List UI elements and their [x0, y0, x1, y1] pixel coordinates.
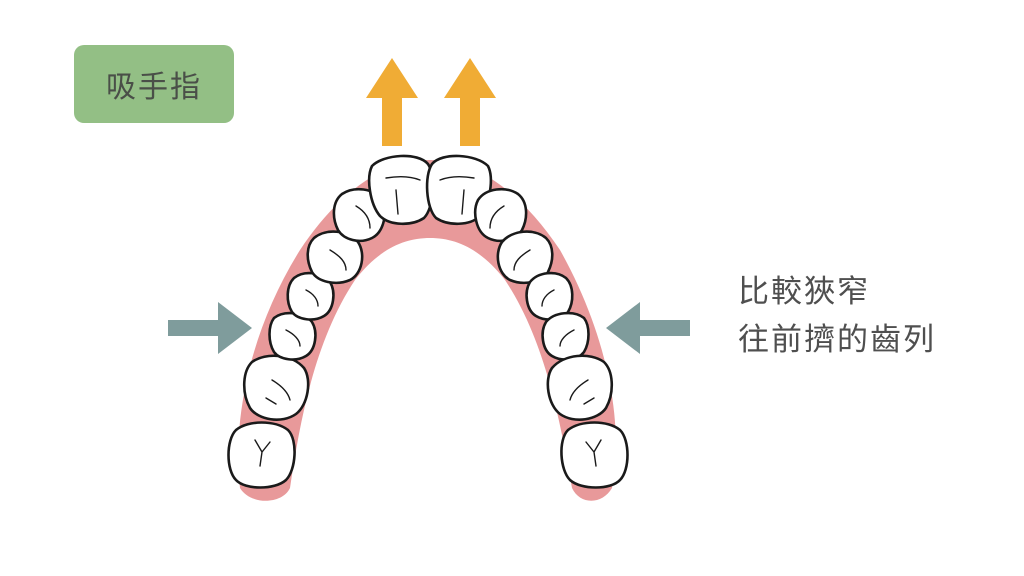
tooth: [367, 154, 435, 226]
tooth: [546, 354, 614, 421]
caption-line-1: 比較狹窄: [738, 274, 870, 310]
tooth-details: [254, 175, 602, 467]
tooth: [474, 187, 528, 243]
badge-text: 吸手指: [106, 70, 202, 105]
teeth: [227, 154, 629, 489]
caption: 比較狹窄 往前擠的齒列: [738, 268, 936, 364]
caption-line-2: 往前擠的齒列: [738, 322, 936, 358]
arrow-right-icon: [168, 302, 252, 354]
tooth: [242, 354, 310, 421]
tooth: [496, 230, 554, 285]
arrow-up-icon: [366, 58, 418, 146]
tooth: [525, 271, 574, 321]
thumb-sucking-label: 吸手指: [74, 45, 234, 123]
arrow-up-icon: [444, 58, 496, 146]
arrow-left-icon: [606, 302, 690, 354]
